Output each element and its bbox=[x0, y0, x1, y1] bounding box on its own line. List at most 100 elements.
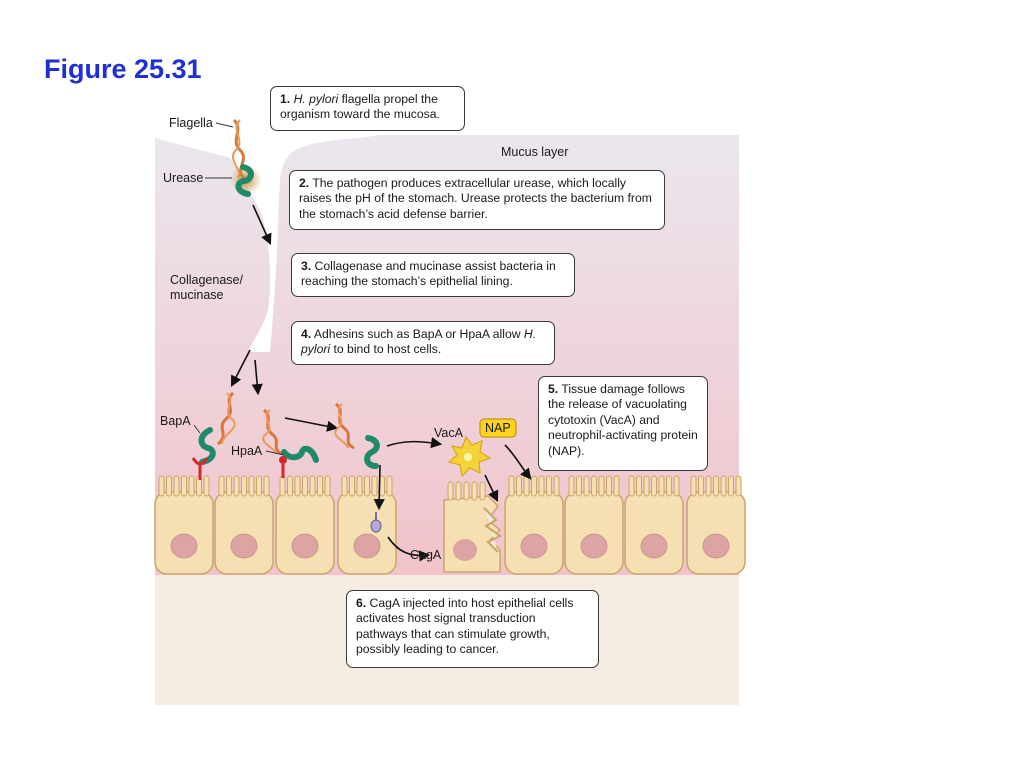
microvillus bbox=[287, 475, 293, 497]
damaged-epithelial-cell bbox=[443, 495, 502, 573]
label-urease: Urease bbox=[163, 171, 203, 185]
microvillus bbox=[386, 475, 393, 497]
leader-lines bbox=[193, 122, 285, 456]
step-5-box: 5. Tissue damage follows the release of … bbox=[538, 376, 708, 471]
label-mucinase: mucinase bbox=[170, 288, 224, 302]
microvillus bbox=[523, 475, 530, 497]
step-2-box: 2. The pathogen produces extracellular u… bbox=[289, 170, 665, 230]
hpaa-adhesin bbox=[279, 456, 287, 464]
microvillus bbox=[463, 481, 470, 501]
microvillus bbox=[606, 475, 612, 497]
microvillus bbox=[317, 475, 323, 497]
epithelial-cell bbox=[624, 491, 684, 575]
microvillus bbox=[636, 475, 642, 497]
epithelial-cell bbox=[275, 491, 335, 575]
flagella-bapa bbox=[216, 391, 235, 446]
microvillus bbox=[158, 475, 165, 497]
microvillus bbox=[349, 475, 355, 497]
step-1-text-b: flagella propel the organism toward the … bbox=[280, 92, 440, 122]
label-collagenase: Collagenase/ bbox=[170, 273, 243, 287]
epithelial-cell-layer bbox=[154, 475, 746, 575]
microvillus bbox=[576, 475, 582, 497]
microvillus bbox=[705, 475, 712, 497]
label-flagella: Flagella bbox=[169, 116, 213, 130]
microvillus bbox=[583, 475, 590, 497]
step-1-italic: H. pylori bbox=[293, 92, 339, 106]
microvillus bbox=[508, 475, 515, 497]
microvillus bbox=[651, 475, 657, 497]
epithelial-cell bbox=[154, 491, 214, 575]
microvillus bbox=[341, 475, 348, 497]
step-4-number: 4. bbox=[301, 327, 312, 341]
microvillus bbox=[181, 475, 187, 497]
epithelial-cell bbox=[504, 491, 564, 575]
microvillus bbox=[447, 481, 454, 501]
step-6-number: 6. bbox=[356, 596, 367, 610]
microvillus bbox=[568, 475, 575, 497]
microvillus bbox=[591, 475, 597, 497]
microvillus bbox=[248, 475, 255, 497]
epithelial-cell bbox=[564, 491, 624, 575]
step-3-number: 3. bbox=[301, 259, 312, 273]
microvillus bbox=[643, 475, 650, 497]
step-5-text: Tissue damage follows the release of vac… bbox=[548, 382, 698, 458]
step-1-number: 1. bbox=[280, 92, 291, 106]
microvillus bbox=[166, 475, 172, 497]
process-arrows bbox=[230, 204, 532, 562]
microvillus bbox=[531, 475, 537, 497]
step-2-number: 2. bbox=[299, 176, 310, 190]
step-5-number: 5. bbox=[548, 382, 559, 396]
step-4-text-b: to bind to host cells. bbox=[330, 342, 442, 357]
microvillus bbox=[628, 475, 635, 497]
label-vaca: VacA bbox=[434, 426, 464, 440]
step-4-box: 4. Adhesins such as BapA or HpaA allow H… bbox=[291, 321, 555, 365]
cell-nucleus bbox=[230, 533, 258, 559]
epithelial-cell bbox=[686, 491, 746, 575]
step-6-box: 6. CagA injected into host epithelial ce… bbox=[346, 590, 599, 668]
microvillus bbox=[690, 475, 697, 497]
h-pylori-bacterium-hpaa bbox=[281, 445, 319, 463]
microvillus bbox=[218, 475, 225, 497]
microvillus bbox=[553, 475, 560, 497]
microvillus bbox=[538, 475, 545, 497]
epithelial-cell bbox=[214, 491, 274, 575]
step-4-text-a: Adhesins such as BapA or HpaA allow bbox=[311, 327, 524, 341]
mucus-layer-surface bbox=[155, 122, 739, 352]
h-pylori-bacterium-1 bbox=[235, 164, 254, 197]
microvillus bbox=[666, 475, 672, 497]
step-2-text: The pathogen produces extracellular urea… bbox=[299, 176, 652, 221]
microvillus bbox=[226, 475, 232, 497]
label-caga: CagA bbox=[410, 548, 442, 562]
microvillus bbox=[294, 475, 301, 497]
microvillus bbox=[188, 475, 195, 497]
microvillus bbox=[598, 475, 605, 497]
h-pylori-bacterium-3 bbox=[364, 435, 380, 469]
microvillus bbox=[309, 475, 316, 497]
cell-nucleus bbox=[520, 533, 548, 559]
microvillus bbox=[302, 475, 308, 497]
microvillus bbox=[263, 475, 270, 497]
cell-nucleus bbox=[702, 533, 730, 559]
cell-nucleus bbox=[580, 533, 608, 559]
damaged-cell-tear bbox=[483, 507, 502, 553]
cell-nucleus bbox=[291, 533, 319, 559]
label-mucus-layer: Mucus layer bbox=[501, 145, 568, 159]
microvillus bbox=[479, 481, 486, 501]
nap-badge bbox=[479, 418, 517, 438]
figure-title: Figure 25.31 bbox=[44, 54, 202, 84]
label-nap: NAP bbox=[485, 421, 511, 435]
microvillus bbox=[324, 475, 331, 497]
cell-nucleus bbox=[640, 533, 668, 559]
microvillus bbox=[233, 475, 240, 497]
microvillus bbox=[698, 475, 704, 497]
bapa-adhesin bbox=[191, 457, 209, 480]
microvillus bbox=[356, 475, 363, 497]
microvillus bbox=[673, 475, 680, 497]
cell-nucleus bbox=[453, 539, 477, 561]
microvillus bbox=[241, 475, 247, 497]
microvillus bbox=[279, 475, 286, 497]
microvillus bbox=[720, 475, 727, 497]
step-3-text: Collagenase and mucinase assist bacteria… bbox=[301, 259, 556, 289]
microvillus bbox=[173, 475, 180, 497]
